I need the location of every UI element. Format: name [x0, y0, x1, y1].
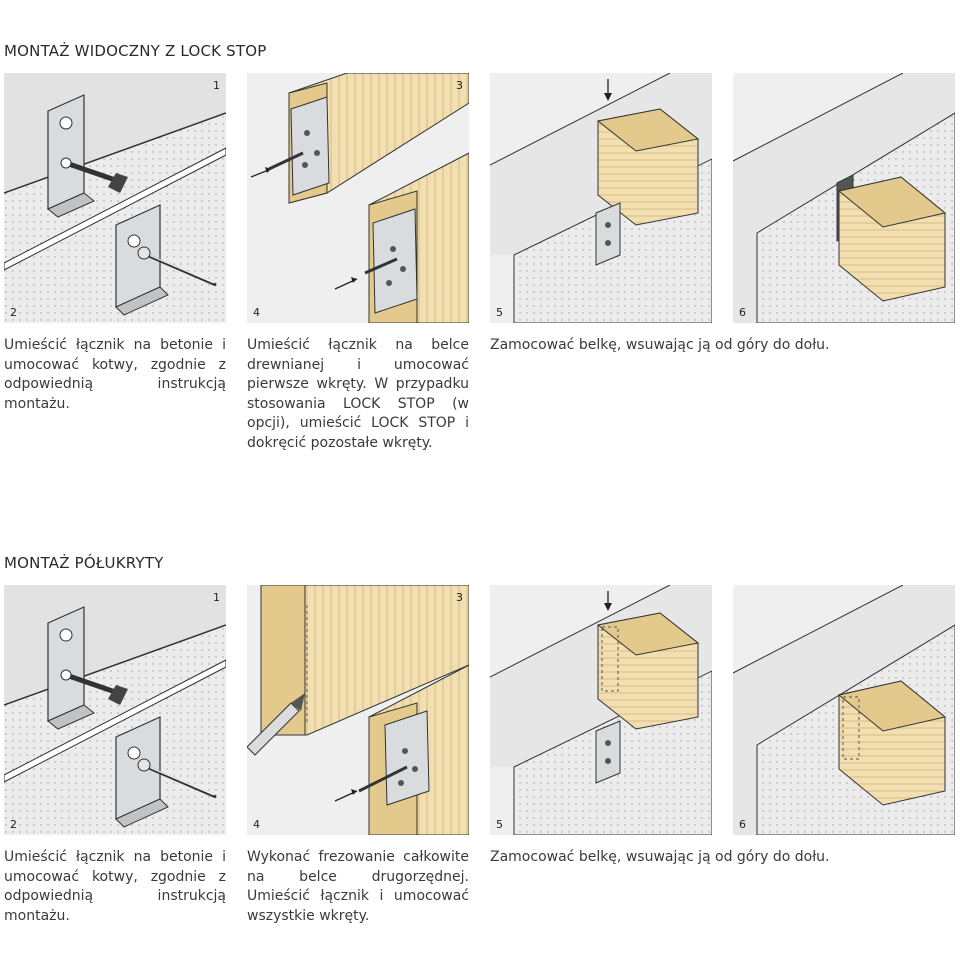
arrow-icon [334, 789, 358, 802]
step-number: 1 [213, 79, 220, 92]
step-number: 1 [213, 591, 220, 604]
beam-icon [596, 108, 700, 226]
beam-icon [837, 680, 947, 806]
beam-icon [260, 585, 469, 736]
concrete-anchor-illustration [4, 73, 226, 323]
screw-icon [268, 151, 304, 171]
step-panel-5: 5 [490, 585, 712, 835]
bracket-icon [290, 96, 330, 196]
step-panel-1-2: 1 2 [4, 73, 226, 323]
anchor-icon [60, 669, 128, 705]
step-caption: Umieścić łącznik na betonie i umocować k… [4, 849, 226, 924]
step-panel-6: 6 [733, 585, 955, 835]
step-number: 2 [10, 306, 17, 319]
anchor-icon [60, 157, 128, 193]
step-number: 3 [456, 591, 463, 604]
bracket-icon [115, 204, 169, 316]
step-number: 2 [10, 818, 17, 831]
step-panel-6: 6 [733, 73, 955, 323]
step-panel-3-4: 3 4 [247, 73, 469, 323]
bracket-icon [47, 606, 95, 730]
step-number: 6 [739, 306, 746, 319]
step-panel-1-2: 1 2 [4, 585, 226, 835]
bracket-icon [595, 720, 621, 784]
step-number: 3 [456, 79, 463, 92]
step-number: 4 [253, 818, 260, 831]
beam-mounted-illustration [733, 585, 955, 835]
beam-mounted-illustration [733, 73, 955, 323]
step-number: 6 [739, 818, 746, 831]
screw-icon [137, 758, 217, 799]
step-number: 5 [496, 306, 503, 319]
bracket-icon [47, 94, 95, 218]
beam-insert-illustration [490, 73, 712, 323]
step-caption: Zamocować belkę, wsuwając ją od góry do … [490, 337, 830, 353]
screw-icon [364, 257, 398, 275]
beam-insert-illustration [490, 585, 712, 835]
bracket-icon [595, 202, 621, 266]
milling-illustration [247, 585, 469, 835]
section-title: MONTAŻ PÓŁUKRYTY [4, 554, 164, 572]
screw-icon [137, 246, 217, 287]
beam-icon [837, 176, 947, 302]
arrow-icon [604, 591, 612, 611]
bracket-icon [115, 716, 169, 828]
section-title: MONTAŻ WIDOCZNY Z LOCK STOP [4, 42, 267, 60]
beam-icon [596, 612, 700, 730]
step-caption: Umieścić łącznik na betonie i umocować k… [4, 337, 226, 412]
screw-icon [358, 765, 408, 793]
bracket-icon [384, 710, 430, 806]
step-caption: Wykonać frezowanie całkowite na belce dr… [247, 849, 469, 924]
step-caption: Zamocować belkę, wsuwając ją od góry do … [490, 849, 830, 865]
step-panel-3-4: 3 4 [247, 585, 469, 835]
drill-icon [247, 693, 305, 756]
step-number: 4 [253, 306, 260, 319]
step-number: 5 [496, 818, 503, 831]
step-panel-5: 5 [490, 73, 712, 323]
concrete-anchor-illustration [4, 585, 226, 835]
beam-bracket-illustration [247, 73, 469, 323]
arrow-icon [334, 277, 358, 290]
arrow-icon [604, 79, 612, 101]
step-caption: Umieścić łącznik na belce drewnianej i u… [247, 337, 469, 451]
